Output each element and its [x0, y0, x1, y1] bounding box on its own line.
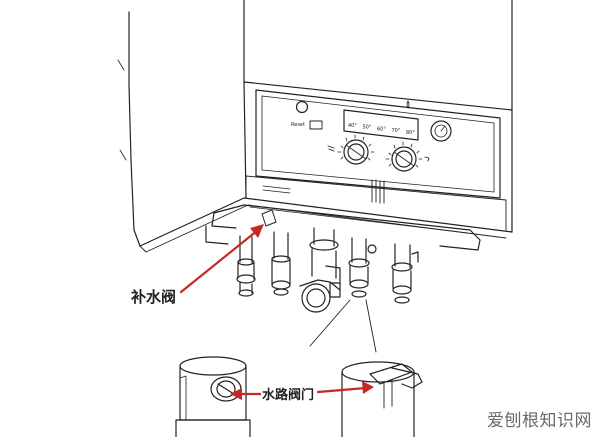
temp-mark: 40° [348, 123, 357, 129]
water-valve-arrow-right [316, 386, 368, 394]
refill-arrow [179, 228, 260, 294]
pipe-1 [236, 235, 256, 297]
refill-arrow-head [250, 224, 264, 238]
hot-water-knob [385, 141, 423, 172]
pressure-gauge [430, 120, 452, 142]
valve-detail-left [175, 356, 251, 437]
power-button-outline [295, 100, 309, 114]
valve-detail-right [341, 361, 423, 437]
pipe-4 [348, 237, 377, 298]
temp-mark: 70° [392, 128, 401, 134]
water-valve-label: 水路阀门 [261, 384, 316, 403]
heating-knob [337, 134, 375, 165]
flame-icon [406, 100, 410, 109]
pipe-2 [271, 231, 291, 296]
wall-outline [128, 11, 141, 247]
svg-text:Reset: Reset [291, 122, 305, 128]
water-valve-arrow-left-head [230, 388, 242, 400]
pipe-5 [391, 243, 419, 304]
temp-mark: 80° [406, 130, 415, 136]
watermark: 爱刨根知识网 [487, 411, 592, 431]
refill-valve [261, 209, 277, 227]
temperature-display [343, 109, 419, 141]
temp-mark: 60° [377, 126, 386, 132]
pipe-3-gas [299, 227, 341, 313]
water-valve-arrow-right-head [362, 381, 374, 394]
control-panel: Reset [255, 89, 501, 204]
refill-valve-label: 补水阀 [131, 288, 177, 306]
temp-mark: 50° [363, 125, 372, 131]
temperature-marks: 40° 50° 60° 70° 80° [348, 123, 415, 136]
bottom-plate [205, 204, 481, 251]
